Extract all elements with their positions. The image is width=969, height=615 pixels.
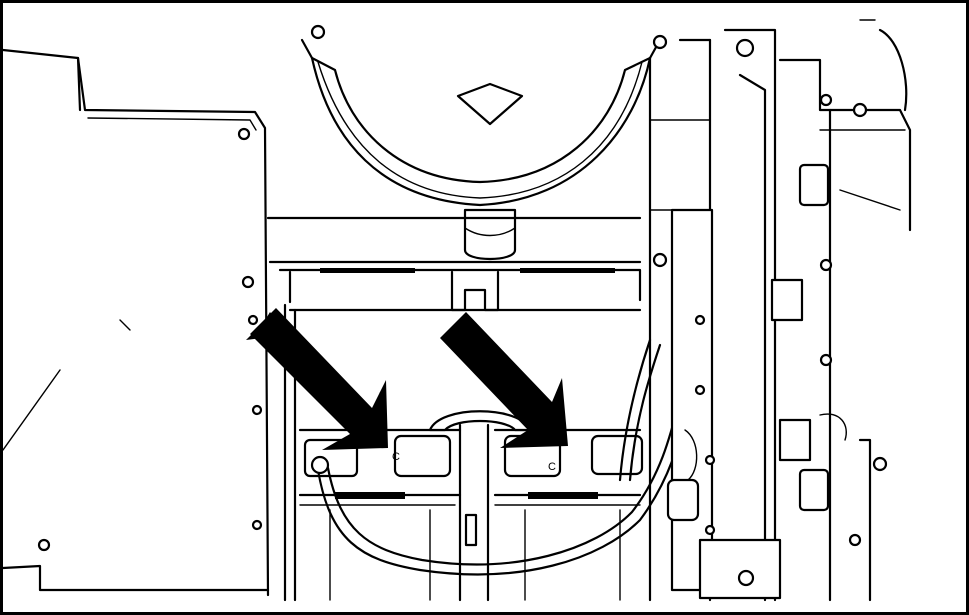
air-cleaner-shroud [300, 24, 668, 260]
bolt-icon [37, 538, 51, 552]
arrow-icon [250, 308, 388, 450]
arrow-icon [440, 312, 568, 448]
battery-terminal-cover [393, 434, 452, 478]
shroud-vent-icon [456, 82, 524, 126]
callout-label: C [548, 461, 556, 473]
bolt-icon [310, 24, 326, 40]
bolt-icon [704, 454, 716, 466]
bolt-icon [241, 275, 255, 289]
connector-icon [770, 278, 804, 322]
bolt-icon [737, 569, 755, 587]
battery-cables [310, 338, 692, 576]
relay-icon [798, 163, 830, 207]
bolt-icon [819, 93, 833, 107]
battery-right [493, 428, 644, 601]
cable-clamp-icon [310, 455, 330, 475]
bolt-icon [247, 314, 259, 326]
bolt-icon [819, 353, 833, 367]
bolt-icon [251, 519, 263, 531]
battery-hold-down [266, 216, 642, 312]
frame-bracket [698, 538, 782, 600]
bolt-icon [848, 533, 862, 547]
bolt-icon [694, 384, 706, 396]
callout-label: C [392, 451, 400, 463]
left-body-panel [3, 48, 270, 597]
bolt-icon [251, 404, 263, 416]
bolt-icon [652, 252, 668, 268]
frame-rail [670, 208, 714, 592]
bolt-icon [872, 456, 888, 472]
bolt-icon [819, 258, 833, 272]
bolt-icon [735, 38, 755, 58]
radiator-frame [648, 28, 782, 602]
engine-components [770, 19, 912, 602]
bolt-icon [852, 102, 868, 118]
bolt-icon [652, 34, 668, 50]
callout-arrows [246, 308, 568, 450]
bolt-icon [704, 524, 716, 536]
battery-terminal-right [590, 434, 644, 476]
line-drawing: C C [3, 19, 912, 602]
relay-icon [798, 468, 830, 512]
bolt-icon [237, 127, 251, 141]
connector-icon [778, 418, 812, 462]
bolt-icon [694, 314, 706, 326]
intake-tube [463, 208, 517, 260]
